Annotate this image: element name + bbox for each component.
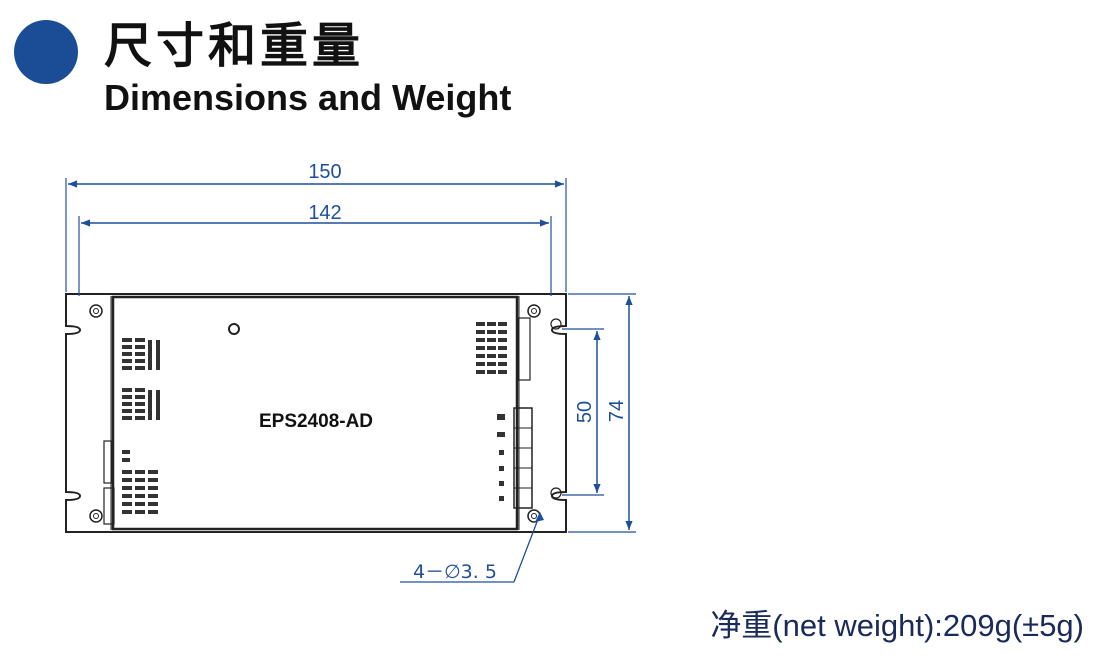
mounting-hole [89, 509, 103, 523]
device-inner-frame [111, 295, 519, 531]
hole-callout-label: 4－∅3. 5 [413, 561, 497, 583]
dimension-142-label: 142 [308, 202, 341, 224]
left-connector-block [122, 388, 160, 420]
dimension-50 [562, 328, 604, 496]
dimension-74 [568, 293, 636, 533]
left-connector-block [122, 338, 160, 370]
mounting-hole [89, 304, 103, 318]
mounting-hole [527, 304, 541, 318]
section-title-english: Dimensions and Weight [104, 77, 512, 118]
dimension-142 [78, 216, 552, 296]
right-connector-block [476, 317, 531, 381]
device-outline [65, 293, 567, 533]
section-title-chinese: 尺寸和重量 [104, 18, 365, 74]
left-connector-block [103, 440, 158, 525]
net-weight-label: 净重(net weight):209g(±5g) [710, 608, 1084, 643]
dimension-150 [65, 178, 567, 292]
right-terminal-block [497, 407, 533, 509]
model-label: EPS2408-AD [259, 411, 373, 432]
dimension-150-label: 150 [308, 161, 341, 183]
section-bullet [14, 20, 78, 84]
hole-callout-leader [400, 512, 544, 583]
dimension-50-label: 50 [574, 401, 596, 423]
dimension-74-label: 74 [606, 400, 628, 422]
indicator-led [228, 323, 240, 335]
